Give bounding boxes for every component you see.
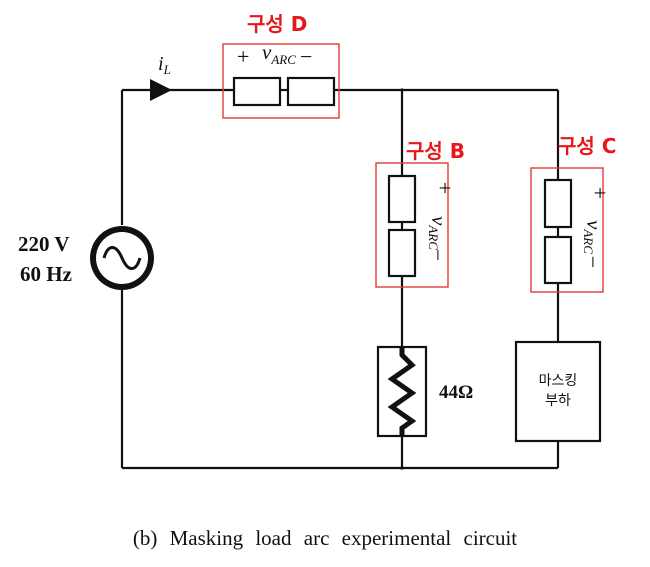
config-d-voltage-label: vARC <box>262 40 296 67</box>
config-d-minus: − <box>300 44 312 69</box>
config-c-contact-top <box>543 178 573 229</box>
config-c-box <box>530 167 604 293</box>
junction-b-top <box>400 88 404 92</box>
resistor-label: 44Ω <box>439 382 473 403</box>
masking-load: 마스킹 부하 <box>514 340 602 443</box>
masking-load-line1: 마스킹 <box>539 373 578 389</box>
config-b-box <box>375 162 449 288</box>
config-d: 구성 D + vARC − <box>222 12 340 119</box>
resistor-zigzag-icon <box>387 347 417 436</box>
resistor <box>376 345 428 438</box>
config-b-contact-top <box>387 174 417 224</box>
source-voltage: 220 V <box>18 232 70 256</box>
config-d-contact-left <box>232 76 282 107</box>
config-c-minus: − <box>581 256 606 268</box>
current-label: iL <box>158 53 171 77</box>
sine-wave-icon <box>102 246 142 270</box>
config-b-contact-bottom <box>387 228 417 278</box>
junction-b-bottom <box>400 466 404 470</box>
config-d-box <box>222 43 340 119</box>
ac-source <box>90 226 154 290</box>
config-b-label: 구성 B <box>406 139 465 163</box>
config-c-voltage-label: vARC <box>582 220 607 254</box>
source-frequency: 60 Hz <box>20 262 72 286</box>
config-d-contact-right <box>286 76 336 107</box>
config-c-plus: + <box>588 187 613 199</box>
config-c-label: 구성 C <box>558 134 616 158</box>
config-d-label: 구성 D <box>247 12 307 36</box>
config-d-plus: + <box>237 44 249 69</box>
wires <box>120 88 560 470</box>
config-c: 구성 C + vARC − <box>530 134 616 293</box>
resistor-box <box>376 345 428 438</box>
figure-caption: (b) Masking load arc experimental circui… <box>132 526 518 550</box>
config-c-contact-bottom <box>543 235 573 285</box>
current-arrow-icon <box>150 79 172 101</box>
masking-load-line2: 부하 <box>545 393 571 409</box>
config-b: 구성 B + vARC − <box>375 139 465 288</box>
masking-load-box <box>514 340 602 443</box>
config-b-plus: + <box>433 182 458 194</box>
config-b-minus: − <box>426 249 451 261</box>
config-b-voltage-label: vARC <box>427 216 452 250</box>
